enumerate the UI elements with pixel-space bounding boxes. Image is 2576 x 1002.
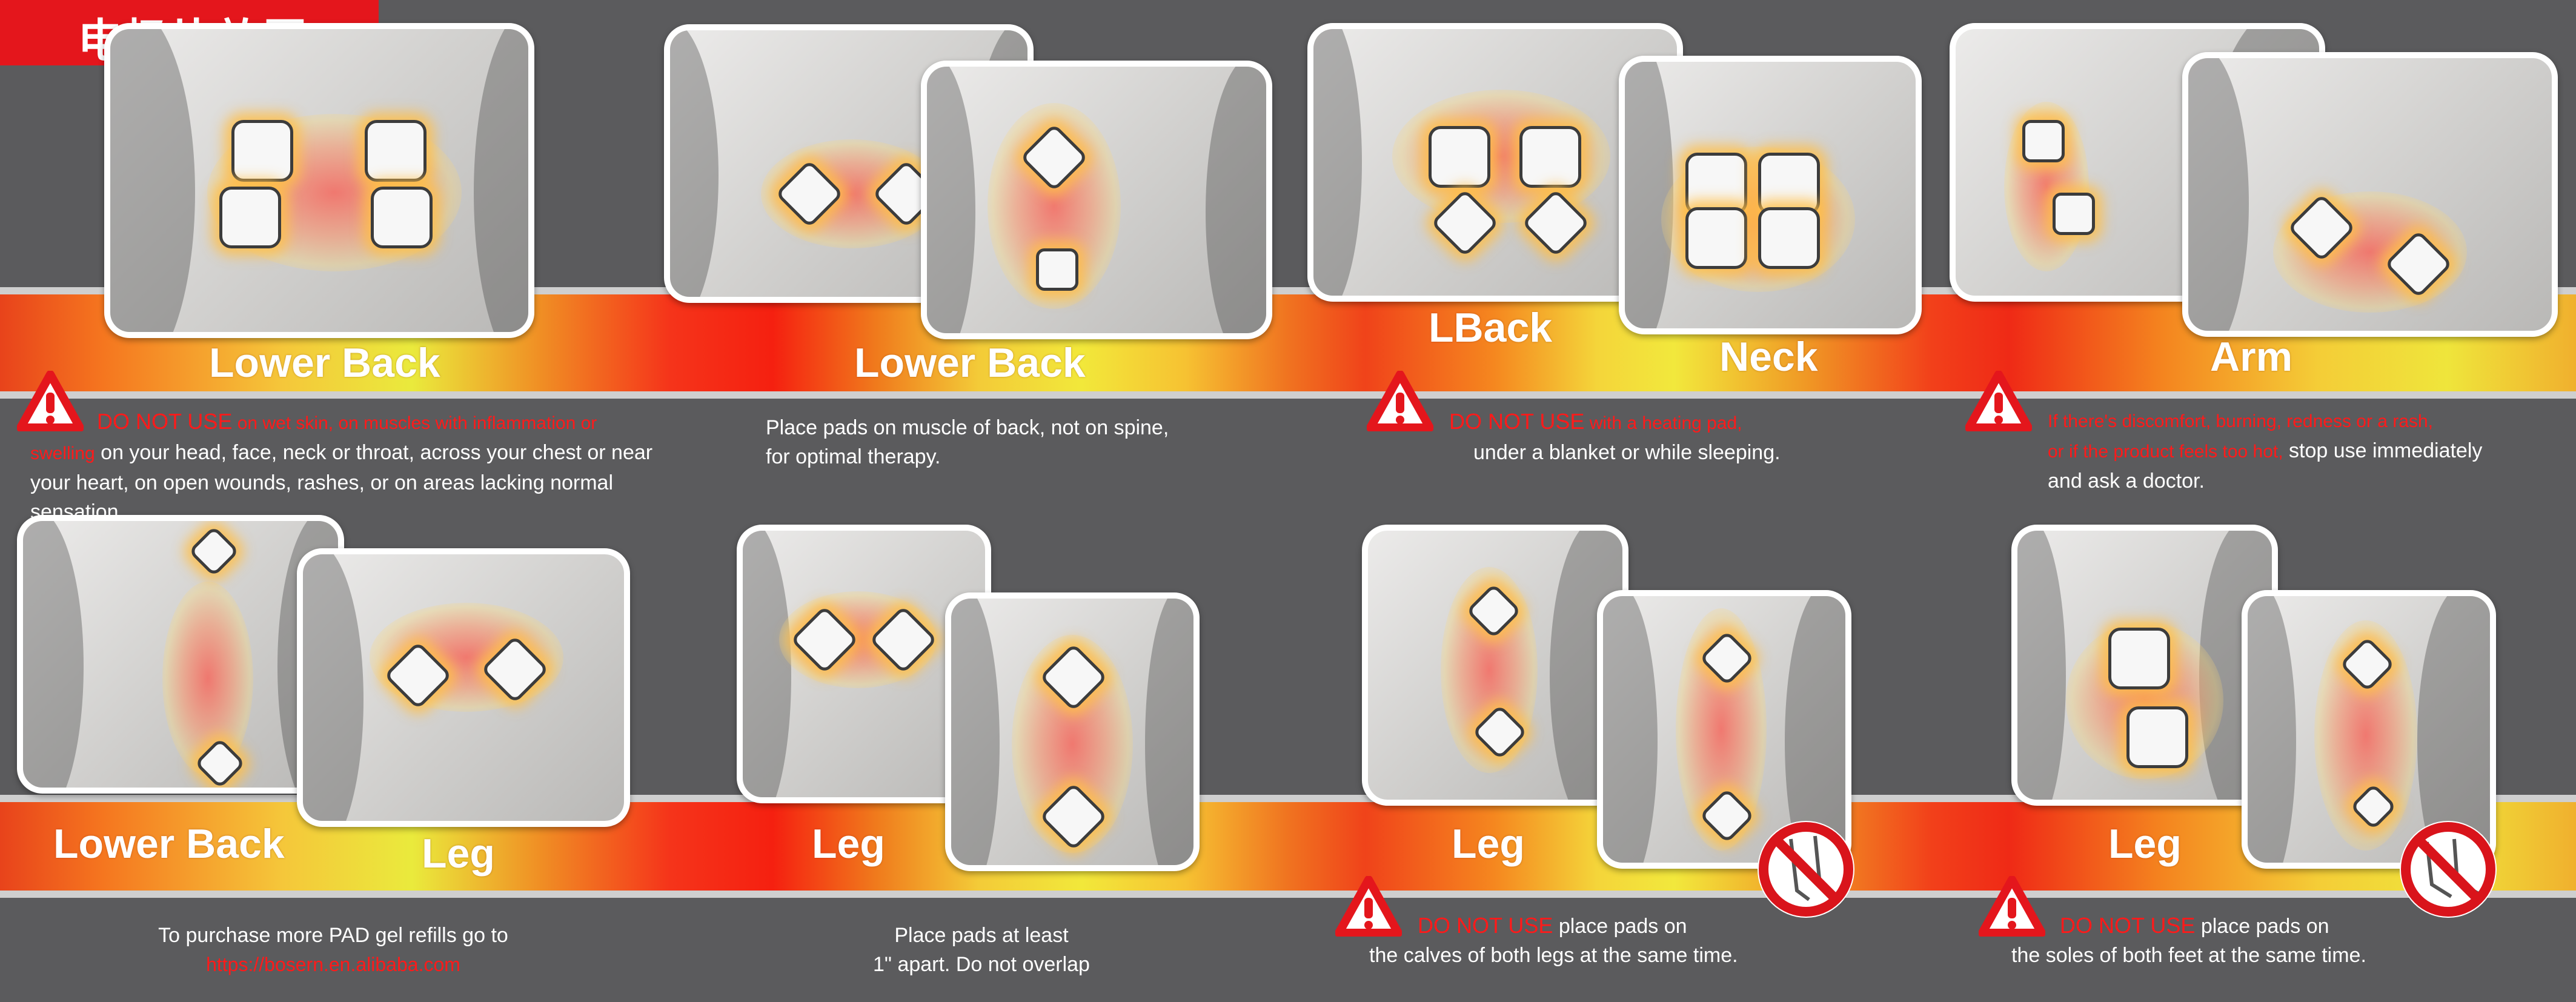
photo-knee-1 xyxy=(737,525,991,803)
photo-lower-back-1 xyxy=(104,23,534,338)
label-leg-1: Leg xyxy=(422,831,495,877)
note-text: for optimal therapy. xyxy=(766,445,941,468)
label-leg-2: Leg xyxy=(812,821,885,867)
photo-legs-back xyxy=(17,515,344,794)
note-red-text: If there's discomfort, burning, redness … xyxy=(2048,411,2434,431)
label-lower-back-2: Lower Back xyxy=(854,340,1086,386)
warning-icon xyxy=(1979,876,2045,937)
photo-knee-2 xyxy=(945,592,1200,871)
note-text: 1" apart. Do not overlap xyxy=(873,953,1090,976)
note-text: under a blanket or while sleeping. xyxy=(1473,441,1781,464)
label-lower-back-3: Lower Back xyxy=(53,821,285,867)
note-text: the soles of both feet at the same time. xyxy=(2011,944,2366,967)
note-text: Place pads at least xyxy=(894,924,1069,947)
band-bottom-line-bottom xyxy=(0,891,2576,898)
note-calves: DO NOT USE place pads on the calves of b… xyxy=(1369,911,1854,970)
note-text: place pads on xyxy=(2195,915,2329,938)
label-neck: Neck xyxy=(1719,334,1818,380)
note-red-text: or if the product feels too hot, xyxy=(2048,442,2283,462)
note-purchase: To purchase more PAD gel refills go to h… xyxy=(61,921,606,979)
photo-lower-back-2b xyxy=(921,61,1272,339)
photo-calf-1 xyxy=(1362,525,1628,806)
no-legs-icon xyxy=(1758,821,1854,918)
photo-arm-2 xyxy=(2182,52,2558,337)
note-text: place pads on xyxy=(1553,915,1687,938)
label-lback: LBack xyxy=(1429,305,1553,351)
note-red-text: swelling xyxy=(30,443,95,463)
note-spacing: Place pads at least 1" apart. Do not ove… xyxy=(739,921,1224,979)
photo-thigh xyxy=(297,548,630,827)
note-text: your heart, on open wounds, rashes, or o… xyxy=(30,471,613,523)
note-red-text: DO NOT USE xyxy=(1418,913,1553,938)
purchase-link[interactable]: https://bosern.en.alibaba.com xyxy=(206,954,460,975)
band-top-line xyxy=(0,287,2576,294)
label-arm: Arm xyxy=(2210,334,2293,380)
label-leg-4: Leg xyxy=(2108,821,2182,867)
photo-foot-1 xyxy=(2011,525,2278,806)
warning-icon xyxy=(1367,371,1433,431)
note-red-text: with a heating pad, xyxy=(1584,413,1742,433)
note-red-text: on wet skin, on muscles with inflammatio… xyxy=(232,413,597,433)
note-heating: DO NOT USE with a heating pad, under a b… xyxy=(1449,407,1873,467)
note-text: and ask a doctor. xyxy=(2048,469,2205,493)
note-text: stop use immediately xyxy=(2283,439,2483,462)
band-bottom-line xyxy=(0,795,2576,802)
label-lower-back-1: Lower Back xyxy=(209,340,440,386)
photo-neck xyxy=(1619,56,1922,334)
note-text: Place pads on muscle of back, not on spi… xyxy=(766,416,1169,439)
label-leg-3: Leg xyxy=(1452,821,1525,867)
warning-icon xyxy=(1965,371,2032,431)
note-text: To purchase more PAD gel refills go to xyxy=(158,924,508,947)
note-soles: DO NOT USE place pads on the soles of bo… xyxy=(2011,911,2496,970)
note-warning-general: DO NOT USE on wet skin, on muscles with … xyxy=(30,407,685,526)
warning-icon xyxy=(17,371,84,431)
band-top-line-bottom xyxy=(0,391,2576,399)
no-feet-icon xyxy=(2400,821,2497,918)
note-red-text: DO NOT USE xyxy=(1449,409,1585,434)
note-red-text: DO NOT USE xyxy=(2060,913,2196,938)
warning-icon xyxy=(1335,876,1402,937)
note-discomfort: If there's discomfort, burning, redness … xyxy=(2048,407,2575,496)
note-text: on your head, face, neck or throat, acro… xyxy=(95,441,653,464)
note-red-text: DO NOT USE xyxy=(97,409,233,434)
note-text: the calves of both legs at the same time… xyxy=(1369,944,1738,967)
note-placement: Place pads on muscle of back, not on spi… xyxy=(766,413,1226,471)
